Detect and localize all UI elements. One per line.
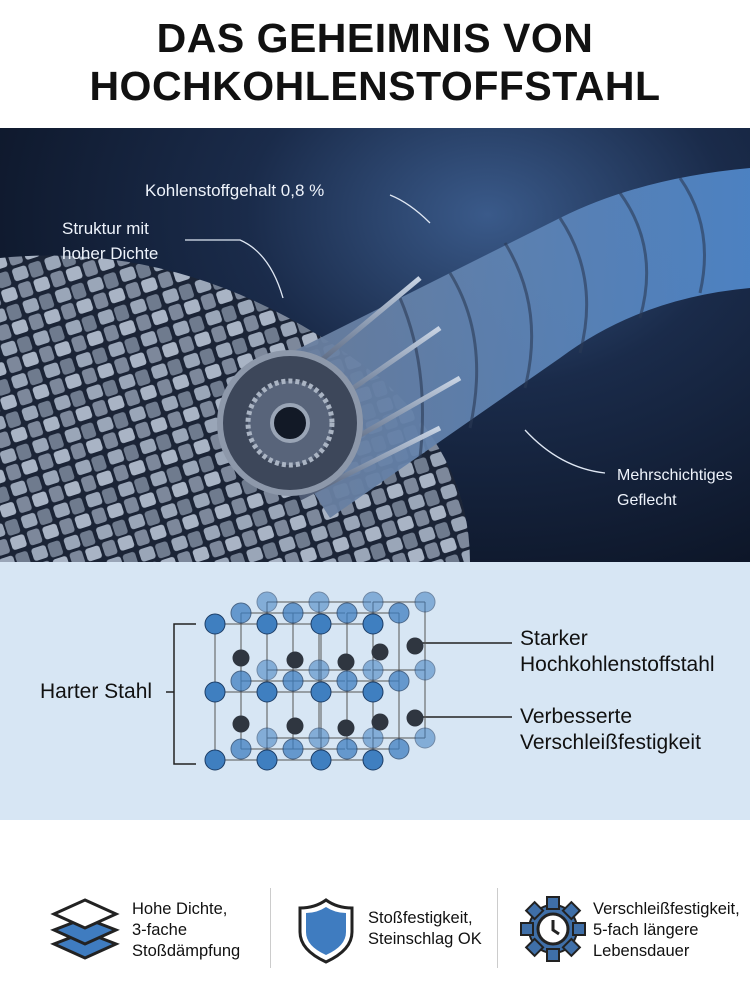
iron-atom xyxy=(230,670,252,692)
gear-clock-icon xyxy=(520,896,586,962)
carbon-atom xyxy=(232,649,250,667)
page-title: DAS GEHEIMNIS VON HOCHKOHLENSTOFFSTAHL xyxy=(0,14,750,110)
carbon-atom xyxy=(371,713,389,731)
layers-icon xyxy=(50,898,120,960)
carbon-atom xyxy=(406,637,424,655)
iron-atom xyxy=(362,727,384,749)
cable-illustration xyxy=(0,168,750,562)
iron-atom xyxy=(362,659,384,681)
label-wear-line-1: Verbesserte xyxy=(520,705,633,728)
arrow-structure xyxy=(185,239,284,299)
gear-tooth xyxy=(520,922,534,936)
annotation-structure-line-2: hoher Dichte xyxy=(62,244,159,263)
carbon-atom xyxy=(286,651,304,669)
shield-icon xyxy=(298,898,354,964)
iron-atom xyxy=(336,602,358,624)
divider xyxy=(270,888,271,968)
annotation-structure-line-1: Struktur mit xyxy=(62,219,149,238)
iron-atom xyxy=(204,749,226,771)
annotation-braid: Mehrschichtiges Geflecht xyxy=(617,463,733,513)
annotation-braid-line-1: Mehrschichtiges xyxy=(617,467,733,484)
label-strong-steel-line-1: Starker xyxy=(520,627,588,650)
feature-density-line-3: Stoßdämpfung xyxy=(132,942,241,960)
iron-atom xyxy=(362,613,384,635)
arrow-braid xyxy=(524,429,606,474)
arrow-carbon xyxy=(389,194,431,224)
iron-atom xyxy=(362,591,384,613)
feature-wear: Verschleißfestigkeit, 5-fach längere Leb… xyxy=(593,899,740,962)
iron-atom xyxy=(256,727,278,749)
label-wear-line-2: Verschleißfestigkeit xyxy=(520,731,701,754)
crystal-structure-section: Harter Stahl Starker Hochkohlenstoffstah… xyxy=(0,562,750,820)
iron-atom xyxy=(362,749,384,771)
iron-atom xyxy=(308,591,330,613)
iron-atom xyxy=(256,749,278,771)
label-hard-steel: Harter Stahl xyxy=(40,680,153,703)
iron-atom xyxy=(256,591,278,613)
crystal-lattice-diagram xyxy=(166,591,512,771)
iron-atom xyxy=(204,681,226,703)
carbon-atom xyxy=(371,643,389,661)
label-strong-steel: Starker Hochkohlenstoffstahl xyxy=(520,626,715,678)
feature-density: Hohe Dichte, 3-fache Stoßdämpfung xyxy=(132,899,240,962)
title-line-1: DAS GEHEIMNIS VON xyxy=(156,15,594,61)
label-strong-steel-line-2: Hochkohlenstoffstahl xyxy=(520,653,715,676)
iron-atom xyxy=(230,602,252,624)
iron-atom xyxy=(336,670,358,692)
iron-atom xyxy=(388,602,410,624)
iron-atom xyxy=(414,591,436,613)
iron-atom xyxy=(388,738,410,760)
carbon-atom xyxy=(286,717,304,735)
hero-cable-image: Kohlenstoffgehalt 0,8 % Struktur mit hoh… xyxy=(0,128,750,562)
feature-density-line-1: Hohe Dichte, xyxy=(132,900,228,918)
iron-atom xyxy=(310,681,332,703)
gear-tooth xyxy=(546,948,560,962)
title-line-2: HOCHKOHLENSTOFFSTAHL xyxy=(89,63,661,109)
iron-atom xyxy=(336,738,358,760)
iron-atom xyxy=(414,727,436,749)
carbon-atom xyxy=(337,719,355,737)
label-wear-resistance: Verbesserte Verschleißfestigkeit xyxy=(520,704,701,756)
bracket xyxy=(166,623,196,765)
annotation-braid-line-2: Geflecht xyxy=(617,492,677,509)
divider xyxy=(497,888,498,968)
carbon-atom xyxy=(232,715,250,733)
iron-atom xyxy=(282,738,304,760)
iron-atom xyxy=(256,659,278,681)
gear-tooth xyxy=(546,896,560,910)
iron-atom xyxy=(230,738,252,760)
iron-atom xyxy=(362,681,384,703)
feature-impact-line-1: Stoßfestigkeit, xyxy=(368,909,473,927)
iron-atom xyxy=(256,613,278,635)
feature-wear-line-1: Verschleißfestigkeit, xyxy=(593,900,740,918)
gear-tooth xyxy=(561,937,582,958)
iron-atom xyxy=(310,749,332,771)
iron-atom xyxy=(414,659,436,681)
gear-tooth xyxy=(524,900,545,921)
iron-atom xyxy=(204,613,226,635)
iron-atom xyxy=(310,613,332,635)
gear-tooth xyxy=(524,937,545,958)
feature-wear-line-3: Lebensdauer xyxy=(593,942,690,960)
carbon-atom xyxy=(337,653,355,671)
iron-atom xyxy=(308,727,330,749)
annotation-carbon: Kohlenstoffgehalt 0,8 % xyxy=(145,181,325,200)
iron-atom xyxy=(308,659,330,681)
iron-atom xyxy=(282,670,304,692)
annotation-structure: Struktur mit hoher Dichte xyxy=(62,216,158,266)
gear-tooth xyxy=(572,922,586,936)
iron-atom xyxy=(388,670,410,692)
iron-atom xyxy=(282,602,304,624)
feature-impact: Stoßfestigkeit, Steinschlag OK xyxy=(368,908,482,950)
feature-density-line-2: 3-fache xyxy=(132,921,188,939)
feature-impact-line-2: Steinschlag OK xyxy=(368,930,482,948)
features-section xyxy=(0,820,750,1000)
carbon-atom xyxy=(406,709,424,727)
iron-atom xyxy=(256,681,278,703)
gear-tooth xyxy=(561,900,582,921)
feature-wear-line-2: 5-fach längere xyxy=(593,921,699,939)
